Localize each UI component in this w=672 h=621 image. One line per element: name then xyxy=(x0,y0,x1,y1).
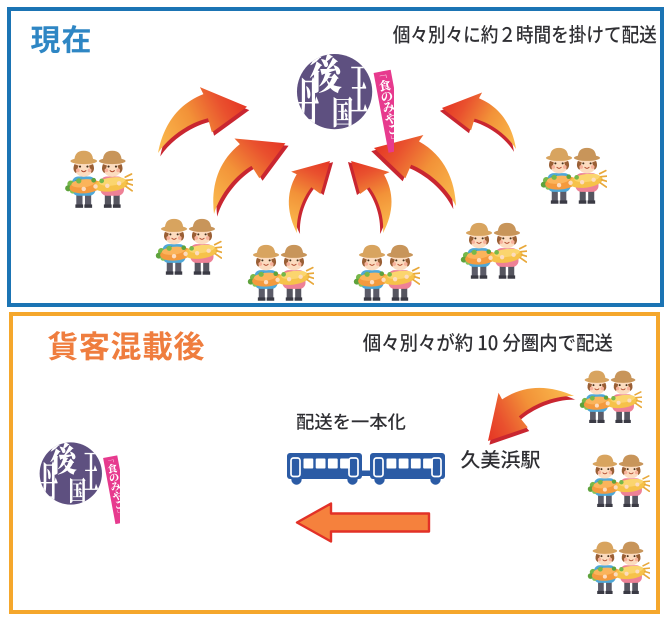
panel-after-note: 個々別々が約 10 分圏内で配送 xyxy=(363,333,613,353)
tango-kingdom-logo: 丹後王国 「食のみやこ」 xyxy=(295,50,394,161)
farmer-group-6 xyxy=(539,145,607,206)
panel-current-note: 個々別々に約２時間を掛けて配送 xyxy=(393,25,659,45)
farmer-group-station-3 xyxy=(586,539,650,596)
farmer-group-2 xyxy=(154,216,222,277)
arrow-to-center-1 xyxy=(158,87,250,157)
tango-kingdom-logo-small: 丹後王国 「食のみやこ」 xyxy=(38,439,120,531)
farmer-group-station-2 xyxy=(586,452,650,509)
arrow-to-center-3 xyxy=(288,161,334,235)
train-icon xyxy=(287,453,445,485)
arrow-to-center-2 xyxy=(213,138,289,217)
arrow-to-center-6 xyxy=(439,92,516,152)
arrow-to-center-4 xyxy=(347,160,392,235)
caption-unify-delivery: 配送を一本化 xyxy=(296,412,409,430)
farmer-group-station-1 xyxy=(578,368,642,425)
farmer-group-3 xyxy=(246,242,314,303)
farmer-group-1 xyxy=(63,148,133,210)
arrow-to-center-5 xyxy=(371,134,456,210)
left-red-arrow xyxy=(295,502,431,543)
tango-kingdom-logo-image xyxy=(295,50,394,161)
arrow-to-station xyxy=(487,387,576,445)
station-label: 久美浜駅 xyxy=(461,450,541,469)
farmer-group-4 xyxy=(352,242,420,303)
tango-kingdom-logo-small-image xyxy=(38,439,120,531)
panel-after-title: 貨客混載後 xyxy=(48,331,206,361)
panel-current-title: 現在 xyxy=(30,25,97,55)
